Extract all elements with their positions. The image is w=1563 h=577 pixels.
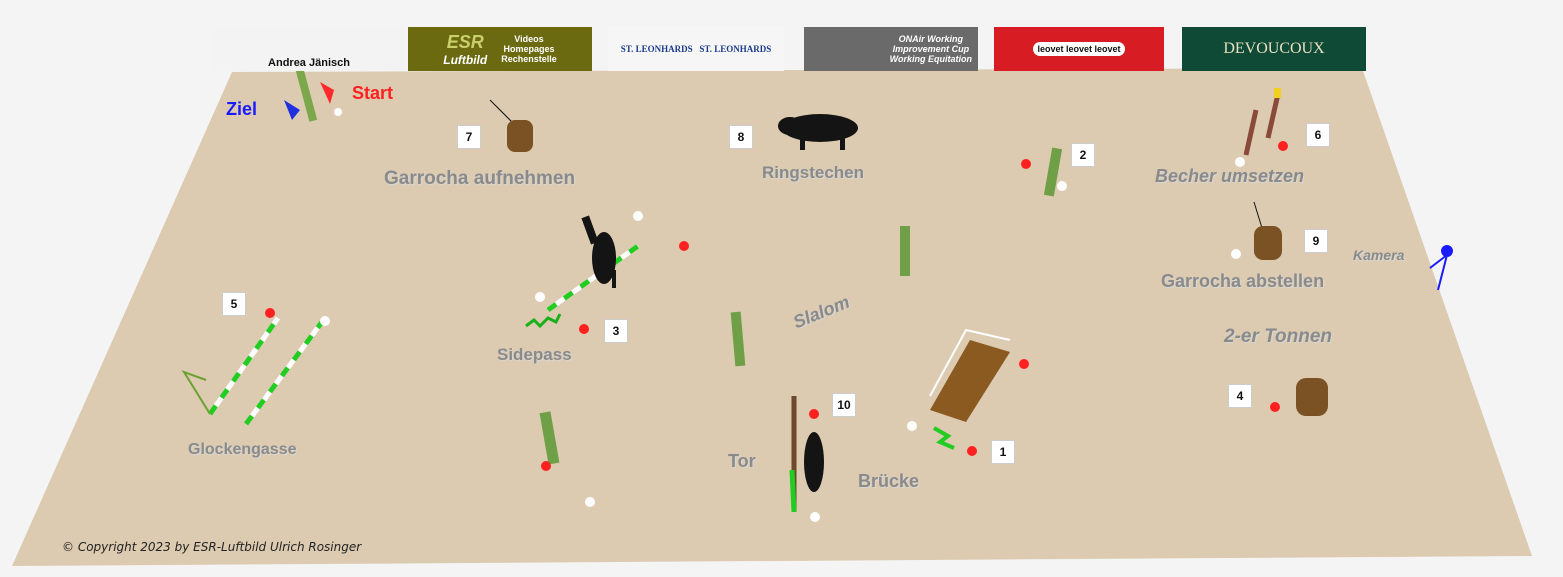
bridge-icon	[929, 328, 1011, 450]
label-2er-tonnen: 2-er Tonnen	[1224, 326, 1333, 347]
sidepass-pole	[525, 243, 640, 329]
station-number-3: 3	[604, 319, 628, 343]
banner-onair-cup: ONAir Working Improvement Cup Working Eq…	[804, 27, 978, 71]
barrel-icon	[489, 99, 533, 152]
station-number-7: 7	[457, 125, 481, 149]
cup-posts-icon	[1243, 88, 1281, 156]
horse-icon	[804, 432, 824, 492]
slalom-post	[539, 147, 1063, 465]
camera-icon	[1429, 245, 1453, 291]
label-garrocha-aufnehmen: Garrocha aufnehmen	[384, 168, 576, 189]
bell-lane-poles	[181, 316, 325, 426]
barrel-icon	[1253, 201, 1282, 260]
label-becher-umsetzen: Becher umsetzen	[1155, 166, 1305, 186]
banner-st-leonhards: ST. LEONHARDS ST. LEONHARDS	[608, 27, 784, 71]
banner-esr-luftbild: ESR Luftbild Videos Homepages Rechenstel…	[408, 27, 592, 71]
label-tor: Tor	[728, 451, 756, 471]
copyright-text: © Copyright 2023 by ESR-Luftbild Ulrich …	[62, 540, 362, 554]
barrel-icon	[1296, 378, 1328, 416]
arena-floor	[12, 68, 1532, 566]
label-sidepass: Sidepass	[497, 345, 572, 364]
gate-icon	[789, 396, 797, 513]
station-number-9: 9	[1304, 229, 1328, 253]
label-bruecke: Brücke	[858, 471, 920, 491]
station-number-8: 8	[729, 125, 753, 149]
station-number-4: 4	[1228, 384, 1252, 408]
label-start: Start	[352, 83, 394, 103]
bull-icon	[778, 114, 858, 150]
station-number-6: 6	[1306, 123, 1330, 147]
banner-leovet: leovet leovet leovet	[994, 27, 1164, 71]
horse-icon	[581, 215, 616, 288]
label-ringstechen: Ringstechen	[762, 163, 865, 182]
label-garrocha-abstellen: Garrocha abstellen	[1161, 271, 1325, 291]
label-ziel: Ziel	[226, 99, 258, 119]
station-number-5: 5	[222, 292, 246, 316]
cone-markers	[265, 108, 1288, 522]
banner-andrea-jaenisch: Andrea Jänisch	[214, 27, 404, 71]
label-kamera: Kamera	[1353, 247, 1405, 263]
station-number-1: 1	[991, 440, 1015, 464]
banner-devoucoux: DEVOUCOUX	[1182, 27, 1366, 71]
station-number-2: 2	[1071, 143, 1095, 167]
label-glockengasse: Glockengasse	[188, 441, 297, 458]
station-number-10: 10	[832, 393, 856, 417]
